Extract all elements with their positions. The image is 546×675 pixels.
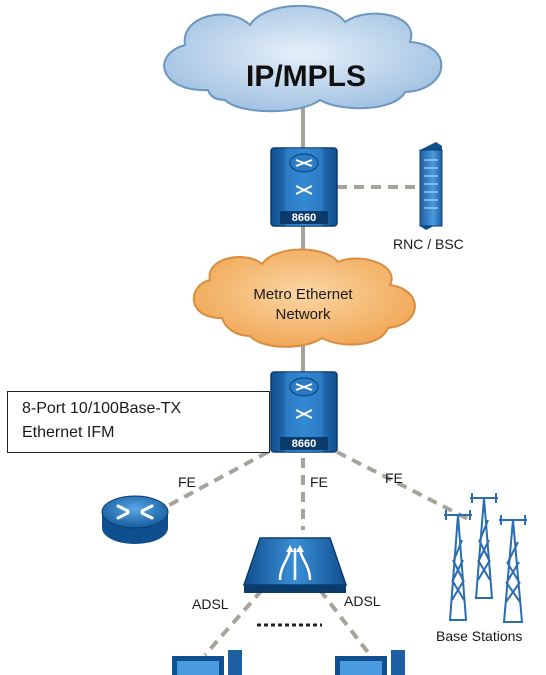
metro-cloud-line1: Metro Ethernet: [253, 286, 353, 303]
tower-icon: [499, 515, 527, 623]
core-cloud: [163, 4, 443, 113]
base-stations-label: Base Stations: [436, 628, 523, 644]
fe-left-label: FE: [178, 474, 196, 490]
interface-module-callout: 8-Port 10/100Base-TX Ethernet IFM: [7, 391, 270, 453]
controller-label: RNC / BSC: [393, 236, 464, 252]
adsl-left-label: ADSL: [192, 596, 229, 612]
arrows-icon: [295, 383, 313, 391]
core-switch: [270, 147, 338, 227]
link-adsl-left: [203, 588, 264, 657]
metro-cloud-line2: Network: [275, 306, 331, 323]
metro-cloud-label: Metro Ethernet Network: [238, 285, 368, 325]
interface-module-line1: 8-Port 10/100Base-TX: [22, 400, 182, 417]
base-station-towers: [444, 493, 527, 623]
link-fe-left: [159, 450, 269, 512]
links: [159, 108, 471, 657]
arrows-icon: [295, 159, 313, 167]
server-icon: [419, 142, 443, 230]
switch-arrows-icon: [295, 185, 313, 195]
fe-center-label: FE: [310, 474, 328, 490]
computer-icon: [335, 650, 405, 675]
core-switch-model: 8660: [292, 212, 316, 224]
edge-switch: [270, 371, 338, 453]
tower-icon: [444, 510, 472, 621]
dslam-icon: [242, 537, 348, 593]
link-fe-right: [336, 450, 471, 522]
router-icon: [101, 495, 169, 544]
tower-icon: [470, 493, 498, 599]
metro-cloud: [192, 248, 416, 348]
link-adsl-right: [318, 588, 372, 657]
fe-right-label: FE: [385, 470, 403, 486]
switch-arrows-icon: [295, 409, 313, 419]
interface-module-line2: Ethernet IFM: [22, 424, 115, 441]
computer-icon: [172, 650, 242, 675]
edge-switch-model: 8660: [292, 438, 316, 450]
adsl-right-label: ADSL: [344, 593, 381, 609]
core-cloud-label: IP/MPLS: [246, 60, 367, 93]
